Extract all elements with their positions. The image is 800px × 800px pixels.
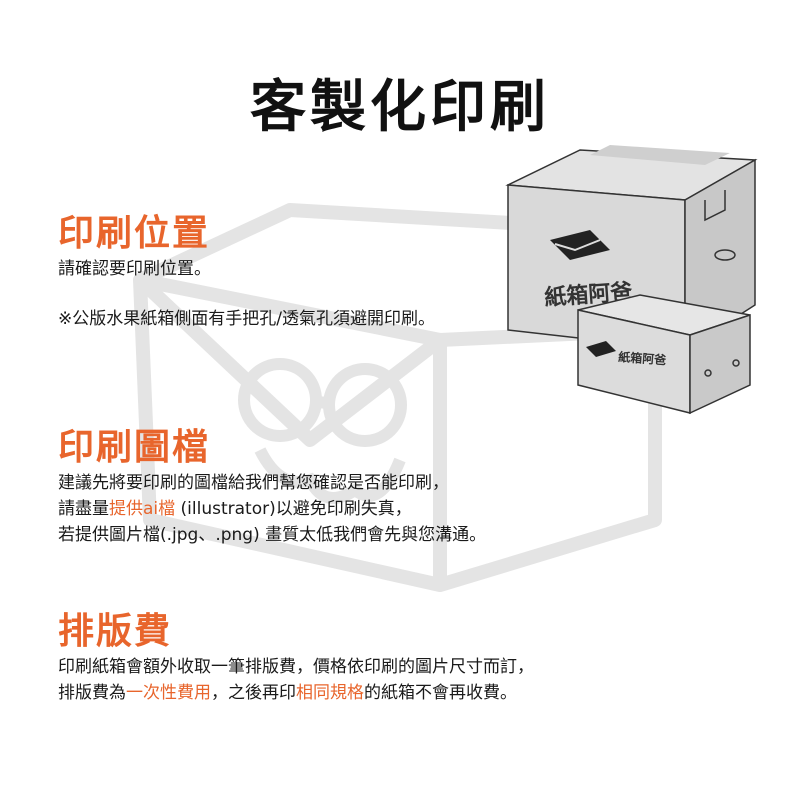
- artwork-line-3: 若提供圖片檔(.jpg、.png) 畫質太低我們會先與您溝通。: [58, 525, 487, 545]
- fee-line-2-post: 的紙箱不會再收費。: [364, 683, 517, 703]
- box-illustration: 紙箱阿爸 紙箱阿爸: [505, 145, 758, 415]
- glasses-logo-icon: [238, 358, 407, 447]
- artwork-line-1: 建議先將要印刷的圖檔給我們幫您確認是否能印刷，: [58, 473, 449, 493]
- small-box-brand: 紙箱阿爸: [618, 349, 667, 367]
- position-line-1: 請確認要印刷位置。: [58, 259, 211, 279]
- one-time-fee-highlight: 一次性費用: [126, 683, 211, 703]
- small-box-logo-icon: [586, 341, 616, 357]
- artwork-paragraph: 建議先將要印刷的圖檔給我們幫您確認是否能印刷， 請盡量提供ai檔 (illust…: [58, 470, 486, 548]
- box-mascot-watermark: [133, 203, 662, 592]
- fee-line-2-pre: 排版費為: [58, 683, 126, 703]
- page-title: 客製化印刷: [250, 75, 550, 140]
- artwork-line-2: 請盡量提供ai檔 (illustrator)以避免印刷失真，: [58, 496, 486, 522]
- artwork-line-2-pre: 請盡量: [58, 499, 109, 519]
- fee-paragraph: 印刷紙箱會額外收取一筆排版費，價格依印刷的圖片尺寸而訂， 排版費為一次性費用，之…: [58, 654, 534, 706]
- same-spec-highlight: 相同規格: [296, 683, 364, 703]
- large-box-logo-icon: [550, 230, 610, 260]
- ai-file-highlight: 提供ai檔: [109, 499, 176, 519]
- fee-line-1: 印刷紙箱會額外收取一筆排版費，價格依印刷的圖片尺寸而訂，: [58, 657, 534, 677]
- section-heading-artwork: 印刷圖檔: [58, 427, 211, 468]
- fee-line-2-mid: ，之後再印: [211, 683, 296, 703]
- artwork-line-2-post: (illustrator)以避免印刷失真，: [175, 499, 412, 519]
- position-line-2: ※公版水果紙箱側面有手把孔/透氣孔須避開印刷。: [58, 309, 435, 329]
- section-heading-position: 印刷位置: [58, 213, 211, 254]
- fee-line-2: 排版費為一次性費用，之後再印相同規格的紙箱不會再收費。: [58, 680, 534, 706]
- section-heading-fee: 排版費: [58, 611, 173, 652]
